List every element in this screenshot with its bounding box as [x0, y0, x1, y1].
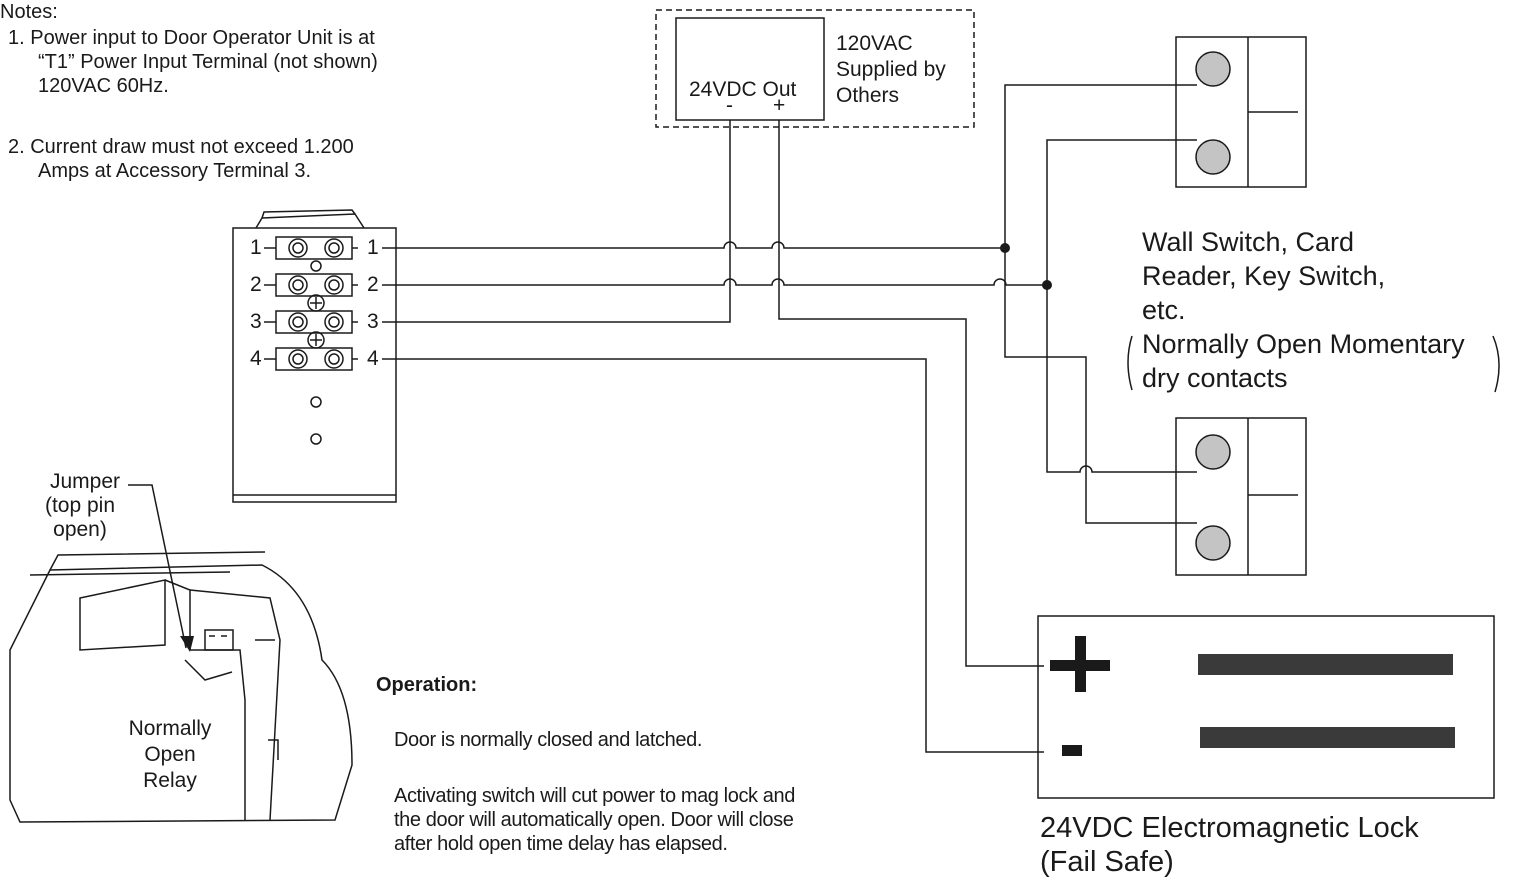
- power-supply-box: [675, 17, 825, 121]
- wire-junction-2: [1046, 139, 1197, 285]
- junction-dot-1: [1000, 243, 1010, 253]
- wire-psu-plus: [778, 120, 1044, 667]
- relay-label-line-1: Normally: [128, 717, 212, 740]
- jumper-label-line-2: (top pin: [44, 494, 116, 517]
- terminal-right-2: 2: [367, 273, 379, 296]
- lock-plate-top: [1198, 654, 1453, 675]
- operation-paragraph-1: Door is normally closed and latched.: [394, 729, 702, 751]
- wire-terminal-4: [382, 358, 1044, 753]
- mag-lock-title-line-2: (Fail Safe): [1040, 846, 1174, 878]
- switch-label-line-5: dry contacts: [1142, 363, 1288, 393]
- mag-lock-box: [1037, 615, 1495, 799]
- psu-supply-line-1: 120VAC: [836, 32, 913, 55]
- jumper-label-line-3: open): [53, 518, 107, 541]
- lock-minus-symbol: [1062, 745, 1082, 756]
- note-1-line-2: “T1” Power Input Terminal (not shown): [38, 51, 378, 73]
- terminal-right-1: 1: [367, 236, 379, 259]
- wire-terminal-2: [382, 278, 1047, 286]
- terminal-left-1: 1: [250, 236, 262, 259]
- lock-plate-bottom: [1200, 727, 1455, 748]
- switch-upper: [1175, 36, 1307, 188]
- operation-p2-line-3: after hold open time delay has elapsed.: [394, 833, 728, 855]
- wire-junction-1: [1004, 84, 1197, 248]
- switch-label-line-4: Normally Open Momentary: [1142, 329, 1465, 359]
- note-1-line-3: 120VAC 60Hz.: [38, 75, 169, 97]
- operation-p2-line-1: Activating switch will cut power to mag …: [394, 785, 795, 807]
- psu-output-label: 24VDC Out: [689, 78, 797, 101]
- operation-heading: Operation:: [376, 674, 478, 696]
- note-1-line-1: 1. Power input to Door Operator Unit is …: [8, 27, 375, 49]
- wire-terminal-3: [382, 120, 731, 323]
- switch-label-line-1: Wall Switch, Card: [1142, 227, 1355, 257]
- note-2-line-2: Amps at Accessory Terminal 3.: [38, 160, 312, 182]
- bracket-left: [1127, 335, 1133, 391]
- bracket-right: [1492, 335, 1500, 393]
- notes-title: Notes:: [0, 1, 58, 23]
- psu-supply-line-3: Others: [836, 84, 900, 107]
- terminal-left-4: 4: [250, 347, 262, 370]
- relay-label-line-2: Open: [144, 743, 196, 766]
- junction-dot-2: [1042, 280, 1052, 290]
- jumper-arrowhead: [180, 636, 194, 652]
- note-2-line-1: 2. Current draw must not exceed 1.200: [8, 136, 354, 158]
- terminal-block-housing: [232, 209, 397, 503]
- switch-label-line-2: Reader, Key Switch,: [1142, 261, 1386, 291]
- switch-label-line-3: etc.: [1142, 295, 1186, 325]
- relay-label-line-3: Relay: [143, 769, 197, 792]
- terminal-right-3: 3: [367, 310, 379, 333]
- relay-illustration: [9, 551, 353, 823]
- psu-minus-label: -: [726, 94, 733, 117]
- jumper-label-line-1: Jumper: [49, 470, 120, 493]
- jumper-leader: [128, 484, 187, 649]
- psu-supply-line-2: Supplied by: [836, 58, 946, 81]
- mag-lock-title-line-1: 24VDC Electromagnetic Lock: [1040, 812, 1419, 844]
- wire-terminal-1: [382, 241, 1005, 249]
- terminal-right-4: 4: [367, 347, 379, 370]
- terminal-left-3: 3: [250, 310, 262, 333]
- switch-lower: [1175, 417, 1307, 576]
- psu-plus-label: +: [773, 94, 786, 117]
- terminal-left-2: 2: [250, 273, 262, 296]
- lock-plus-vertical: [1075, 636, 1086, 692]
- power-supply-dashed-enclosure: [655, 9, 975, 128]
- terminal-screws: [275, 236, 353, 445]
- operation-p2-line-2: the door will automatically open. Door w…: [394, 809, 794, 831]
